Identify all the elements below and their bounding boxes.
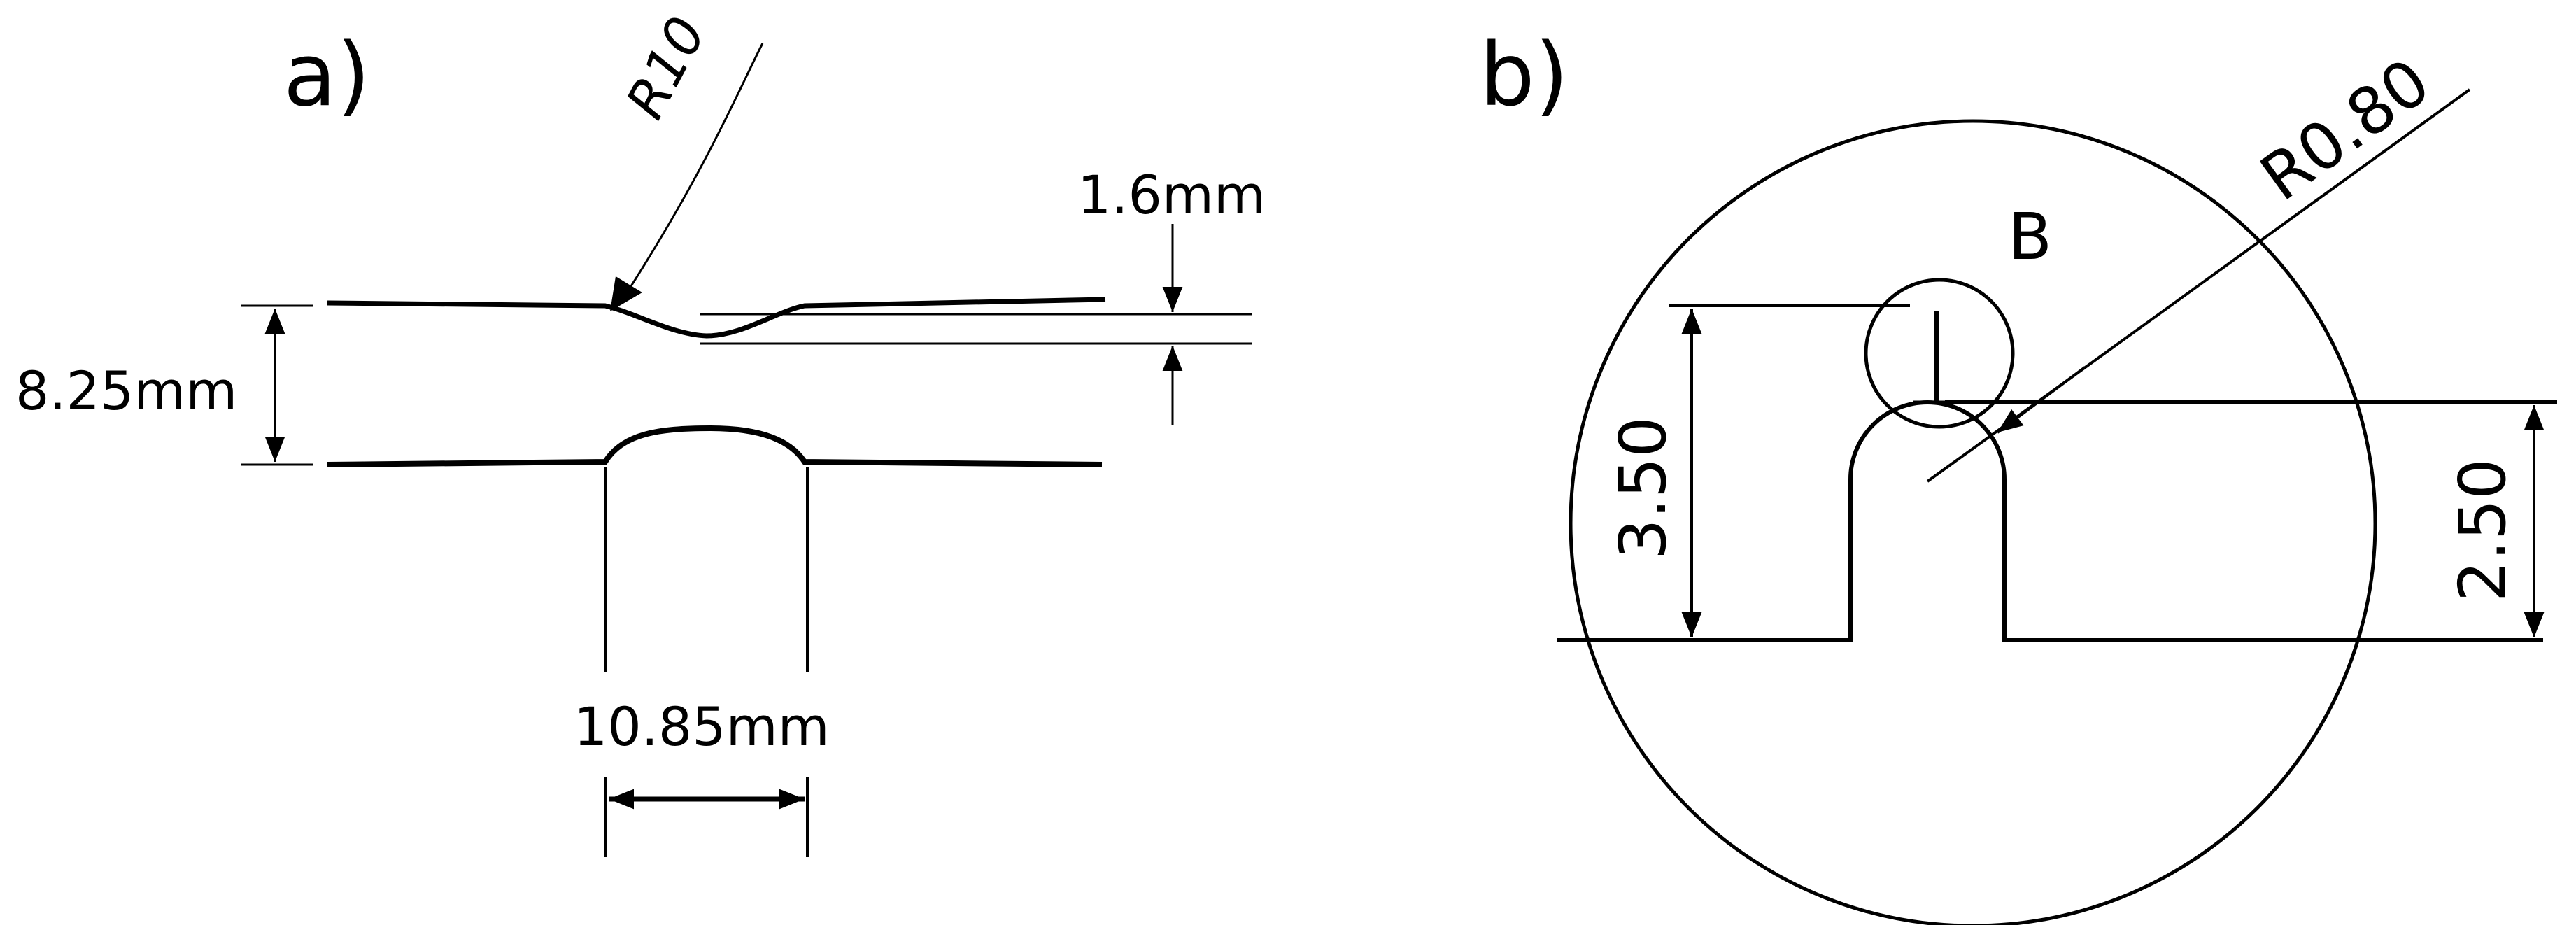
notch-profile xyxy=(1557,400,2543,642)
r10-leader-line xyxy=(628,43,764,289)
specimen-top-edge xyxy=(327,297,1106,339)
panel-a-label: a) xyxy=(283,25,370,126)
depth-right-label: 2.50 xyxy=(2445,458,2520,602)
panel-a: a) R10 1.6mm 8.25mm 10.85mm xyxy=(15,7,1266,857)
r10-label: R10 xyxy=(614,7,718,129)
detail-circle xyxy=(1569,119,2377,925)
thickness-label: 1.6mm xyxy=(1077,164,1266,226)
panel-b-label: b) xyxy=(1480,25,1569,126)
detail-b-label: B xyxy=(2008,199,2052,274)
detail-b-circle xyxy=(1864,278,2015,429)
width-label: 10.85mm xyxy=(574,695,830,758)
panel-b: b) B 3.50 2.50 R0.80 xyxy=(1480,25,2557,925)
r10-leader-arrowhead xyxy=(610,276,642,311)
height-label: 8.25mm xyxy=(15,360,237,422)
r080-leader-arrow xyxy=(1996,366,2086,434)
specimen-bottom-edge xyxy=(327,425,1103,467)
depth-left-label: 3.50 xyxy=(1606,416,1680,560)
